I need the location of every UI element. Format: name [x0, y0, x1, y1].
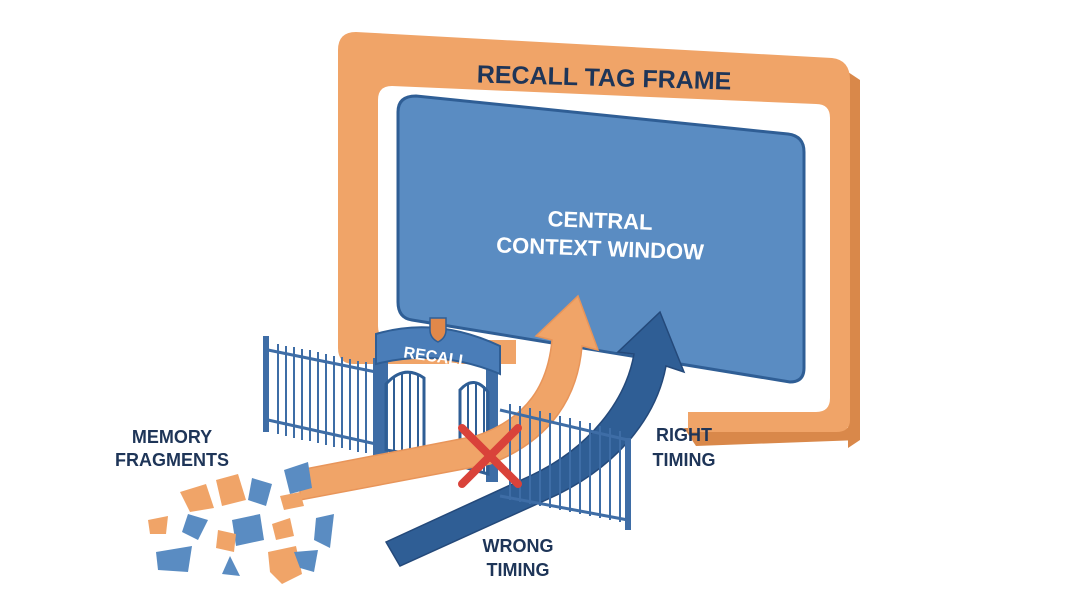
- gate-door-left: [384, 370, 426, 458]
- fragment: [180, 484, 214, 512]
- recall-tag-frame: RECALL TAG FRAME: [338, 32, 860, 448]
- fragment: [222, 556, 240, 576]
- svg-text:RIGHT: RIGHT: [656, 425, 712, 445]
- window-title-line1: CENTRAL: [547, 206, 653, 235]
- wrong-timing-label: WRONG TIMING: [483, 536, 554, 580]
- blocked-x-icon: [458, 424, 522, 488]
- frame-side-depth: [848, 72, 860, 448]
- fragment: [216, 530, 236, 552]
- svg-text:TIMING: TIMING: [487, 560, 550, 580]
- frame-bottom-depth: [684, 428, 860, 446]
- fragment: [284, 462, 312, 494]
- gate-sign: [375, 326, 501, 376]
- memory-fragments-label: MEMORY FRAGMENTS: [115, 427, 229, 470]
- fragment: [314, 514, 334, 548]
- frame-outer: [338, 32, 850, 432]
- svg-text:MEMORY: MEMORY: [132, 427, 212, 447]
- fragment: [248, 478, 272, 506]
- memory-fragments: [148, 462, 334, 584]
- fragment: [294, 550, 318, 572]
- fragment: [232, 514, 264, 546]
- central-context-window: CENTRAL CONTEXT WINDOW: [396, 94, 806, 384]
- fragment: [216, 474, 246, 506]
- shield-icon: [429, 317, 447, 343]
- right-timing-label: RIGHT TIMING: [653, 425, 716, 470]
- svg-text:TIMING: TIMING: [653, 450, 716, 470]
- svg-text:WRONG: WRONG: [483, 536, 554, 556]
- recall-gate: RECALL: [375, 317, 501, 482]
- fragment: [280, 492, 304, 510]
- window-panel: [396, 94, 806, 384]
- fragment: [182, 514, 208, 540]
- svg-text:FRAGMENTS: FRAGMENTS: [115, 450, 229, 470]
- fragment: [156, 546, 192, 572]
- fragment: [148, 516, 168, 534]
- fragment: [272, 518, 294, 540]
- fragment: [268, 546, 302, 584]
